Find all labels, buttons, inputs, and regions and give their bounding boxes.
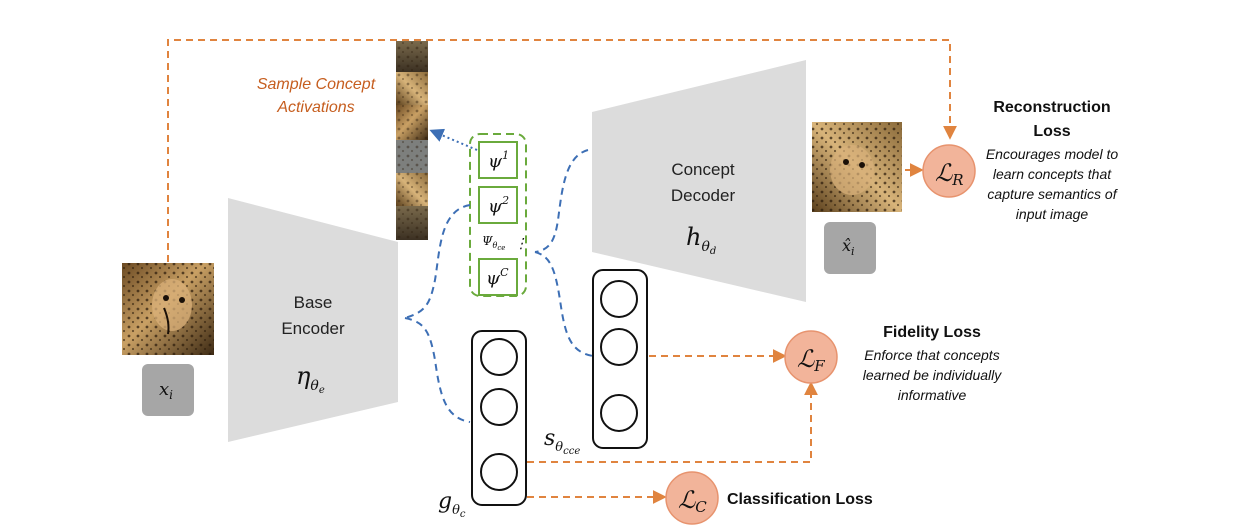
reconstruction-loss-node: ℒR	[922, 144, 976, 198]
fidelity-node	[600, 280, 638, 318]
reconstructed-image	[812, 122, 902, 212]
base-encoder-block	[228, 198, 398, 442]
reconstruction-loss-desc4: input image	[1016, 206, 1089, 222]
reconstruction-loss-title-line2: Loss	[1033, 123, 1070, 140]
reconstruction-loss-desc3: capture semantics of	[987, 186, 1118, 202]
reconstruction-label: x̂i	[842, 236, 855, 258]
svg-text:ℒF: ℒF	[797, 345, 825, 375]
encoder-to-concepts-connector	[404, 204, 471, 319]
encoder-param: ηθe	[296, 362, 325, 396]
input-image	[122, 263, 214, 355]
concepts-to-decoder-connector	[534, 149, 589, 253]
concept-psi-2	[478, 186, 518, 224]
fidelity-loss-desc1: Enforce that concepts	[864, 347, 999, 363]
decoder-param: hθd	[686, 223, 716, 257]
concept-psi-1-label: ψ1	[488, 149, 509, 172]
concept-decoder-block	[592, 60, 806, 302]
fidelity-loss-title: Fidelity Loss	[883, 324, 981, 341]
reconstruction-loss-desc1: Encourages model to	[986, 146, 1119, 162]
concepts-to-fidelity-connector	[534, 251, 594, 357]
encoder-label-line1: Base	[294, 293, 333, 312]
concept-psi-2-label: ψ2	[488, 194, 509, 217]
concept-psi-c-label: ψC	[486, 266, 509, 289]
reconstruction-loss-desc2: learn concepts that	[993, 166, 1112, 182]
input-label-box	[142, 364, 194, 416]
classifier-label: gθc	[438, 489, 466, 520]
sample-concepts-line1: Sample Concept	[257, 76, 376, 93]
fidelity-loss-node: ℒF	[784, 330, 838, 384]
fidelity-node	[600, 328, 638, 366]
concept-psi-1	[478, 141, 518, 179]
classifier-to-fidelity-loss-arrow	[527, 381, 818, 463]
input-label: xi	[159, 379, 173, 402]
sample-concept-thumbnails	[396, 41, 428, 240]
sample-concepts-line2: Activations	[276, 99, 354, 116]
svg-text:ℒR: ℒR	[935, 159, 964, 189]
input-to-reconstruction-loss-arrow	[167, 39, 957, 262]
fidelity-loss-desc3: informative	[898, 387, 967, 403]
fidelity-node	[600, 394, 638, 432]
concept-psi-c	[478, 258, 518, 296]
encoder-to-classifier-connector	[404, 317, 471, 423]
fidelity-loss-desc2: learned be individually	[863, 367, 1003, 383]
classifier-node	[480, 388, 518, 426]
decoder-label-line2: Decoder	[671, 186, 736, 205]
concept-stack-label: Ψθce	[482, 234, 505, 252]
classifier-node	[480, 453, 518, 491]
svg-text:ℒC: ℒC	[678, 486, 707, 516]
fidelity-head-label: sθcce	[544, 426, 580, 457]
reconstruction-loss-title-line1: Reconstruction	[993, 99, 1110, 116]
classification-loss-node: ℒC	[665, 471, 719, 525]
reconstruction-label-box	[824, 222, 876, 274]
classifier-node	[480, 338, 518, 376]
classification-loss-title: Classification Loss	[727, 491, 873, 508]
encoder-label-line2: Encoder	[281, 319, 345, 338]
decoder-label-line1: Concept	[671, 160, 735, 179]
concept-stack-dots: ⋮	[514, 236, 528, 252]
concept-activation-pointer	[429, 128, 478, 151]
